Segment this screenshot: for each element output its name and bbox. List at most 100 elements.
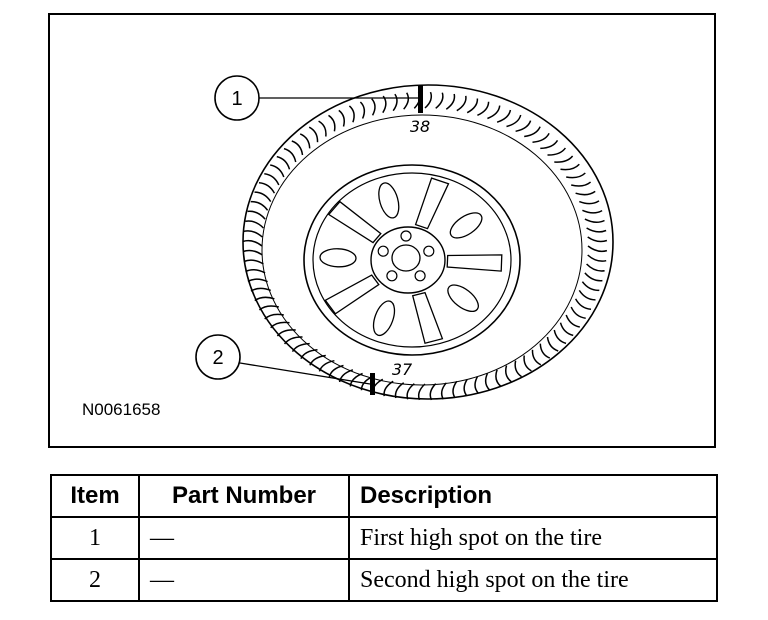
tread-groove bbox=[308, 126, 319, 143]
figure-id-label: N0061658 bbox=[82, 400, 161, 419]
tread-groove bbox=[250, 200, 269, 211]
cell-part-number: — bbox=[138, 516, 350, 560]
tread-groove bbox=[539, 343, 551, 359]
tread-groove bbox=[504, 365, 512, 383]
tread-groove bbox=[584, 218, 605, 224]
tread-groove bbox=[338, 369, 354, 383]
lug-nut bbox=[414, 270, 426, 282]
column-header-part-number: Part Number bbox=[138, 474, 350, 518]
tread-groove bbox=[546, 336, 559, 352]
tread-groove bbox=[247, 278, 268, 283]
tread-groove bbox=[466, 98, 479, 114]
lug-nut bbox=[377, 245, 389, 257]
tread-groove bbox=[574, 298, 592, 310]
tread-groove bbox=[245, 220, 264, 229]
tread-groove bbox=[318, 120, 327, 137]
tread-groove bbox=[554, 155, 574, 163]
tread-groove bbox=[484, 373, 491, 391]
tread-groove bbox=[523, 355, 532, 372]
tread-groove bbox=[559, 322, 574, 337]
lug-nut bbox=[423, 245, 435, 257]
tread-groove bbox=[258, 182, 276, 194]
tread-groove bbox=[245, 268, 266, 274]
lug-nut bbox=[386, 270, 398, 282]
tread-groove bbox=[403, 92, 410, 110]
tire-outer-edge bbox=[242, 84, 614, 400]
tread-groove bbox=[495, 369, 502, 387]
tread-groove bbox=[582, 209, 603, 214]
tread-groove bbox=[264, 173, 280, 186]
tread-groove bbox=[571, 181, 592, 187]
tread-groove bbox=[435, 92, 444, 109]
tread-groove bbox=[540, 139, 559, 150]
tread-groove bbox=[587, 245, 608, 253]
wheel-spoke bbox=[414, 177, 450, 230]
tread-groove bbox=[338, 109, 346, 127]
high-spot-mark-2 bbox=[370, 373, 375, 395]
callout-1-number: 1 bbox=[231, 88, 242, 110]
tread-groove bbox=[477, 101, 490, 116]
lug-nut bbox=[400, 230, 412, 242]
tread-groove bbox=[581, 281, 600, 292]
tread-groove bbox=[291, 140, 304, 156]
tread-groove bbox=[531, 349, 542, 366]
tread-groove bbox=[283, 336, 303, 345]
tread-groove bbox=[565, 314, 580, 328]
parts-table: Item Part Number Description 1 — First h… bbox=[50, 474, 718, 602]
tread-groove bbox=[514, 360, 522, 378]
tread-groove bbox=[553, 329, 567, 345]
tread-groove bbox=[254, 191, 272, 203]
table-header-row: Item Part Number Description bbox=[50, 474, 718, 518]
tread-groove bbox=[566, 172, 586, 179]
tread-groove bbox=[575, 190, 596, 196]
tread-groove bbox=[532, 132, 550, 143]
lug-nuts bbox=[377, 230, 435, 282]
tread-groove bbox=[547, 147, 567, 156]
tread-groove bbox=[452, 380, 458, 399]
chalk-mark-37: 37 bbox=[392, 360, 413, 379]
tread-groove bbox=[382, 95, 387, 114]
cell-item: 2 bbox=[50, 558, 140, 602]
tread-groove bbox=[579, 200, 600, 205]
tread-groove bbox=[578, 289, 596, 301]
callout-2-circle bbox=[195, 334, 241, 380]
tread-groove bbox=[515, 120, 532, 133]
tread-groove bbox=[586, 227, 607, 233]
tread-groove bbox=[394, 382, 405, 399]
tread-groove bbox=[586, 263, 605, 272]
tread-groove bbox=[524, 126, 541, 138]
tread-groove bbox=[243, 230, 263, 238]
tire-illustration: 1 38 2 37 bbox=[195, 75, 614, 401]
tread-groove bbox=[250, 287, 271, 292]
cell-description: First high spot on the tire bbox=[348, 516, 718, 560]
tread-groove bbox=[560, 163, 580, 171]
tread-groove bbox=[349, 372, 363, 387]
wheel-spoke bbox=[446, 254, 503, 272]
tread-groove bbox=[383, 380, 394, 397]
tread-groove bbox=[258, 305, 279, 311]
tread-groove bbox=[587, 254, 607, 262]
tread-groove bbox=[254, 296, 275, 302]
tread-groove bbox=[392, 93, 398, 112]
tread-groove bbox=[424, 91, 433, 109]
tread-groove bbox=[587, 236, 608, 243]
tread-groove bbox=[300, 349, 318, 360]
wheel-rim-outer bbox=[303, 164, 521, 356]
tire-diagram-figure: 1 38 2 37 N0061658 bbox=[48, 13, 716, 448]
tread-groove bbox=[359, 101, 366, 119]
tread-groove bbox=[348, 105, 355, 123]
cell-description: Second high spot on the tire bbox=[348, 558, 718, 602]
tread-groove bbox=[506, 114, 522, 128]
tread-groove bbox=[247, 210, 266, 220]
tread-groove bbox=[371, 98, 376, 116]
wheel-window bbox=[319, 248, 357, 268]
column-header-item: Item bbox=[50, 474, 140, 518]
tread-groove bbox=[328, 114, 336, 132]
wheel-window bbox=[372, 300, 396, 337]
tread-groove bbox=[291, 342, 310, 353]
tread-groove bbox=[270, 164, 285, 178]
wheel-spoke bbox=[327, 200, 382, 244]
tread-groove bbox=[474, 376, 479, 394]
tread-groove bbox=[570, 306, 586, 319]
tread-groove bbox=[276, 329, 296, 337]
